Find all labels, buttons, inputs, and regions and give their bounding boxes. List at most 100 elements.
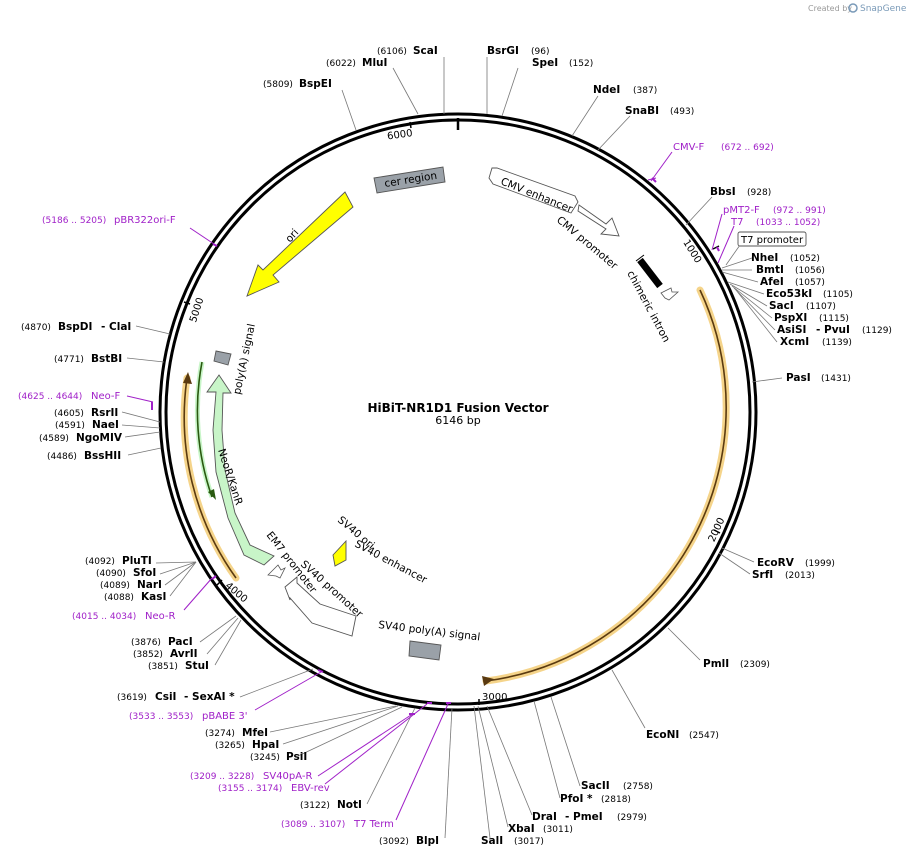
- enzyme-srfi[interactable]: SrfI (2013): [752, 569, 815, 581]
- enzyme-kasi[interactable]: (4088) KasI: [104, 591, 166, 603]
- enzyme-econi[interactable]: EcoNI (2547): [646, 729, 719, 741]
- enzyme-name: PacI: [168, 636, 193, 648]
- enzyme-rsrii[interactable]: (4605) RsrII: [54, 407, 118, 419]
- enzyme-avrii[interactable]: (3852) AvrII: [133, 648, 198, 660]
- enzyme-snabi[interactable]: SnaBI (493): [625, 105, 694, 117]
- enzyme-sali[interactable]: SalI (3017): [481, 835, 544, 847]
- enzyme-asisi[interactable]: AsiSI - PvuI (1129): [777, 324, 892, 336]
- enzyme-pluti[interactable]: (4092) PluTI: [85, 555, 152, 567]
- enzyme-naei[interactable]: (4591) NaeI: [55, 419, 119, 431]
- enzyme-noti[interactable]: (3122) NotI: [300, 799, 362, 811]
- enzyme-nari[interactable]: (4089) NarI: [100, 579, 162, 591]
- primer-pbabe-3[interactable]: (3533 .. 3553) pBABE 3': [129, 711, 248, 722]
- enzyme-pos: (4088): [104, 593, 134, 603]
- primer-cmv-f[interactable]: CMV-F (672 .. 692): [673, 142, 774, 153]
- enzyme-pspxi[interactable]: PspXI (1115): [774, 312, 849, 324]
- enzyme-name: MfeI: [242, 727, 268, 739]
- primer-ebv-rev[interactable]: (3155 .. 3174) EBV-rev: [218, 783, 330, 794]
- enzyme-pmli[interactable]: PmlI (2309): [703, 658, 770, 670]
- enzyme-pos: (3017): [514, 837, 544, 847]
- enzyme-sfoi[interactable]: (4090) SfoI: [96, 567, 156, 579]
- enzyme-mfei[interactable]: (3274) MfeI: [205, 727, 268, 739]
- enzyme-pos: (4090): [96, 569, 126, 579]
- enzyme-afei[interactable]: AfeI (1057): [760, 276, 825, 288]
- enzyme-bmti[interactable]: BmtI (1056): [756, 264, 825, 276]
- enzyme-xcmi[interactable]: XcmI (1139): [780, 336, 852, 348]
- enzyme-psii[interactable]: (3245) PsiI: [250, 751, 307, 763]
- orf-feature[interactable]: [180, 286, 730, 686]
- tick-label-5000: 5000: [188, 296, 206, 324]
- feature-cer-region[interactable]: cer region: [373, 166, 446, 194]
- enzyme-name: AfeI: [760, 276, 784, 288]
- enzyme-pasi[interactable]: PasI (1431): [786, 372, 851, 384]
- primer-neo-f[interactable]: (4625 .. 4644) Neo-F: [18, 391, 121, 402]
- enzyme-pos: (1107): [806, 302, 836, 312]
- enzyme-name: KasI: [141, 591, 166, 603]
- enzyme-name: ScaI: [413, 45, 438, 57]
- enzyme-eco53ki[interactable]: Eco53kI (1105): [766, 288, 853, 300]
- tick-label-1000: 1000: [680, 238, 703, 265]
- feature-ori[interactable]: ori: [246, 191, 354, 297]
- feature-chimeric-intron[interactable]: chimeric intron: [624, 254, 672, 344]
- enzyme-pos: (4870): [21, 323, 51, 333]
- primer-name: pBABE 3': [202, 711, 248, 722]
- enzyme-labels: (6106) ScaI (6022) MluI (5809) BspEI Bsr…: [21, 45, 892, 847]
- primer-pbr322ori-f[interactable]: (5186 .. 5205) pBR322ori-F: [42, 215, 176, 226]
- primer-name: Neo-R: [145, 611, 176, 622]
- credit-brand: SnapGene: [860, 4, 907, 14]
- enzyme-pos: (2547): [689, 731, 719, 741]
- feature-sv40-polya[interactable]: SV40 poly(A) signal: [378, 619, 481, 661]
- enzyme-paci[interactable]: (3876) PacI: [131, 636, 193, 648]
- primer-t7-term[interactable]: (3089 .. 3107) T7 Term: [281, 819, 394, 830]
- enzyme-bstbi[interactable]: (4771) BstBI: [54, 353, 122, 365]
- enzyme-name: PfoI *: [560, 793, 593, 805]
- enzyme-pos: (3852): [133, 650, 163, 660]
- enzyme-name: EcoRV: [757, 557, 795, 569]
- enzyme-bsrgi[interactable]: BsrGI (96): [487, 45, 549, 57]
- enzyme-name: StuI: [185, 660, 209, 672]
- enzyme-stui[interactable]: (3851) StuI: [148, 660, 209, 672]
- enzyme-name: SfoI: [133, 567, 156, 579]
- enzyme-name: SnaBI: [625, 105, 659, 117]
- t7-promoter-text: T7 promoter: [740, 235, 804, 246]
- enzyme-spei[interactable]: SpeI (152): [532, 57, 593, 69]
- enzyme-name: PspXI: [774, 312, 807, 324]
- enzyme-ecorv[interactable]: EcoRV (1999): [757, 557, 835, 569]
- enzyme-bspdi[interactable]: (4870) BspDI - ClaI: [21, 321, 131, 333]
- primer-t7[interactable]: T7 (1033 .. 1052): [730, 217, 820, 228]
- enzyme-pos: (3092): [379, 837, 409, 847]
- enzyme-pos: (928): [747, 188, 771, 198]
- enzyme-pos: (4771): [54, 355, 84, 365]
- primer-name: EBV-rev: [291, 783, 330, 794]
- enzyme-bsshii[interactable]: (4486) BssHII: [47, 450, 121, 462]
- enzyme-pfoi[interactable]: PfoI * (2818): [560, 793, 631, 805]
- enzyme-nhei[interactable]: NheI (1052): [751, 252, 820, 264]
- feature-sv40-ori[interactable]: SV40 ori SV40 enhancer: [332, 514, 430, 587]
- enzyme-blpi[interactable]: (3092) BlpI: [379, 835, 439, 847]
- enzyme-ndei[interactable]: NdeI (387): [593, 84, 657, 96]
- enzyme-name: AsiSI: [777, 324, 806, 336]
- enzyme-pos: (152): [569, 59, 593, 69]
- feature-t7-promoter[interactable]: [660, 287, 680, 301]
- enzyme-bspei[interactable]: (5809) BspEI: [263, 78, 332, 90]
- primer-neo-r[interactable]: (4015 .. 4034) Neo-R: [72, 611, 176, 622]
- t7-promoter-label[interactable]: T7 promoter: [725, 231, 807, 266]
- enzyme-sacii[interactable]: SacII (2758): [581, 780, 653, 792]
- enzyme-mlui[interactable]: (6022) MluI: [326, 57, 387, 69]
- enzyme-bbsi[interactable]: BbsI (928): [710, 186, 771, 198]
- enzyme-name: NheI: [751, 252, 778, 264]
- feature-cmv-enhancer[interactable]: CMV enhancer: [488, 167, 579, 216]
- enzyme-xbai[interactable]: XbaI (3011): [508, 823, 573, 835]
- enzyme-pos: (3876): [131, 638, 161, 648]
- primer-sv40pa-r[interactable]: (3209 .. 3228) SV40pA-R: [190, 771, 312, 782]
- primer-pmt2-f[interactable]: pMT2-F (972 .. 991): [723, 205, 826, 216]
- enzyme-csii[interactable]: (3619) CsiI - SexAI *: [117, 691, 235, 703]
- enzyme-saci[interactable]: SacI (1107): [769, 300, 836, 312]
- feature-label-sv40-enhancer: SV40 enhancer: [353, 538, 430, 586]
- enzyme-scai[interactable]: (6106) ScaI: [377, 45, 438, 57]
- feature-cmv-promoter[interactable]: CMV promoter: [554, 204, 620, 272]
- enzyme-hpai[interactable]: (3265) HpaI: [215, 739, 279, 751]
- enzyme-ngomiv[interactable]: (4589) NgoMIV: [39, 432, 123, 444]
- enzyme-pos: (6106): [377, 47, 407, 57]
- enzyme-drai[interactable]: DraI - PmeI (2979): [532, 811, 647, 823]
